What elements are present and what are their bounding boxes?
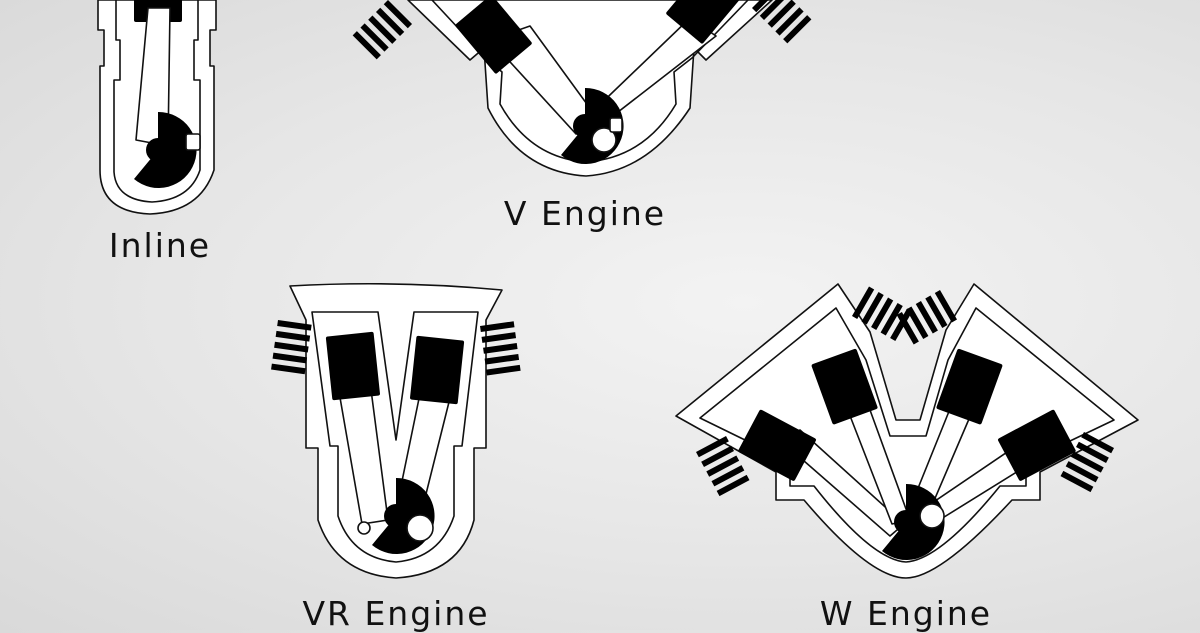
inline-engine-label: Inline <box>108 226 212 265</box>
w-engine-label: W Engine <box>819 594 993 633</box>
vr-engine-label: VR Engine <box>302 594 490 633</box>
inline-engine-drawing <box>97 0 217 215</box>
v-engine-drawing <box>352 0 812 177</box>
v-engine-label: V Engine <box>503 194 667 233</box>
vr-engine-drawing <box>271 282 521 579</box>
w-engine-drawing <box>675 283 1139 579</box>
